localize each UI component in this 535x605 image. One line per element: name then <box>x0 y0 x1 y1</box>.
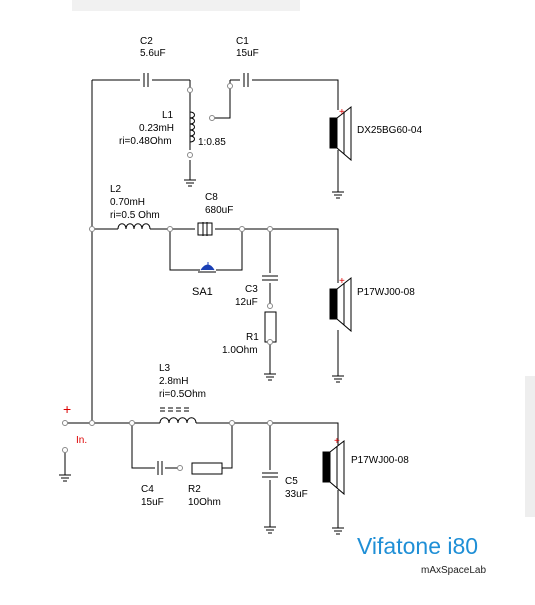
c2-value: 5.6uF <box>140 48 166 59</box>
tweeter-wire <box>92 79 191 90</box>
l2-value: 0.70mH <box>110 197 146 208</box>
inductor-l3 <box>159 417 197 424</box>
brand-title: Vifatone i80 <box>357 533 479 559</box>
c1-ref: C1 <box>236 36 249 47</box>
capacitor-c8 <box>197 222 213 236</box>
c8-value: 680uF <box>205 205 234 216</box>
capacitor-c4 <box>157 461 163 475</box>
speaker-woofer <box>322 439 345 496</box>
input-plus-label: + <box>63 401 72 417</box>
r1-ref: R1 <box>246 332 259 343</box>
mid-model: P17WJ00-08 <box>357 287 415 298</box>
ground-r1 <box>264 373 276 381</box>
ground-input <box>59 474 71 482</box>
capacitor-c5 <box>262 472 278 478</box>
inductor-l2 <box>117 223 151 230</box>
c2-ref: C2 <box>140 36 153 47</box>
mid-plus-label: + <box>339 276 345 287</box>
input-label: In. <box>76 435 88 446</box>
ground-tweeter <box>332 191 344 199</box>
ground-symbols <box>59 179 344 535</box>
l3-value: 2.8mH <box>159 376 189 387</box>
r2-value: 10Ohm <box>188 497 221 508</box>
r2-ref: R2 <box>188 484 201 495</box>
capacitor-c1 <box>243 73 249 87</box>
l1-ratio: 1:0.85 <box>198 137 226 148</box>
ground-c5 <box>264 526 276 534</box>
l3-resistance: ri=0.5Ohm <box>159 389 206 400</box>
woofer-model: P17WJ00-08 <box>351 455 409 466</box>
c4-value: 15uF <box>141 497 164 508</box>
l1-resistance: ri=0.48Ohm <box>119 136 172 147</box>
top-strip <box>72 0 300 11</box>
c4-r2-branch-wire <box>131 423 233 469</box>
c3-ref: C3 <box>245 284 258 295</box>
ground-mid <box>332 375 344 383</box>
speaker-mid <box>329 276 352 333</box>
c1-value: 15uF <box>236 48 259 59</box>
right-strip <box>525 376 535 517</box>
junction-nodes <box>62 83 273 471</box>
resistor-r2 <box>191 462 223 475</box>
core-marks-l3 <box>160 407 189 412</box>
l1-ref: L1 <box>162 110 174 121</box>
c4-ref: C4 <box>141 484 154 495</box>
mid-wire <box>92 228 339 283</box>
c8-bypass-wire <box>169 229 243 271</box>
resistor-r1 <box>264 311 277 343</box>
bass-wire <box>92 422 339 447</box>
speaker-tweeter <box>329 105 352 162</box>
inductor-l1 <box>189 111 195 143</box>
c5-ref: C5 <box>285 476 298 487</box>
l3-ref: L3 <box>159 363 171 374</box>
capacitor-c3 <box>262 275 278 281</box>
tweeter-plus-label: + <box>339 107 345 118</box>
c1-wire <box>189 79 339 119</box>
tweeter-model: DX25BG60-04 <box>357 125 423 136</box>
c3-value: 12uF <box>235 297 258 308</box>
sa1-ref: SA1 <box>192 286 213 298</box>
l1-value: 0.23mH <box>139 123 175 134</box>
l2-resistance: ri=0.5 Ohm <box>110 210 160 221</box>
c5-value: 33uF <box>285 489 308 500</box>
r1-value: 1.0Ohm <box>222 345 258 356</box>
l2-ref: L2 <box>110 184 122 195</box>
brand-subtitle: mAxSpaceLab <box>421 565 487 576</box>
ground-l1 <box>184 179 196 187</box>
ground-woofer <box>332 527 344 535</box>
c8-ref: C8 <box>205 192 218 203</box>
switch-sa1 <box>198 262 216 273</box>
capacitor-c2 <box>143 73 149 87</box>
woofer-plus-label: + <box>334 436 340 447</box>
